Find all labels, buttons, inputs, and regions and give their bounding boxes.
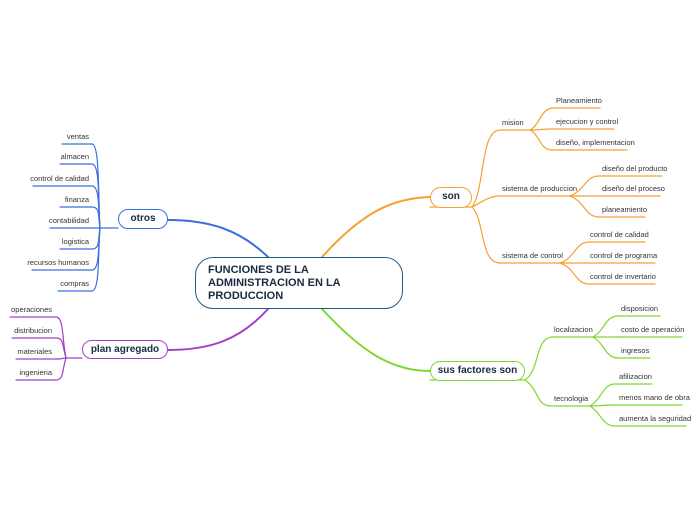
branch-son[interactable]: son xyxy=(430,187,472,208)
leaf-materiales[interactable]: materiales xyxy=(17,347,52,356)
subtopic-tecnologia[interactable]: tecnologia xyxy=(554,394,589,403)
leaf-control-invertario[interactable]: control de invertario xyxy=(590,272,656,281)
leaf-afilizacion[interactable]: afilizacion xyxy=(619,372,652,381)
leaf-almacen[interactable]: almacen xyxy=(60,152,89,161)
leaf-aumenta-seguridad[interactable]: aumenta la seguridad xyxy=(619,414,692,423)
factores-connectors xyxy=(321,308,687,427)
leaf-control-calidad-otros[interactable]: control de calidad xyxy=(30,174,89,183)
leaf-ingresos[interactable]: ingresos xyxy=(621,346,650,355)
subtopic-sistema-control[interactable]: sistema de control xyxy=(502,251,563,260)
subtopic-sistema-produccion[interactable]: sistema de produccion xyxy=(502,184,578,193)
leaf-diseno-proceso[interactable]: diseño del proceso xyxy=(602,184,665,193)
leaf-finanza[interactable]: finanza xyxy=(64,195,89,204)
leaf-planeamiento-produccion[interactable]: planeamiento xyxy=(602,205,648,214)
branch-plan-agregado[interactable]: plan agregado xyxy=(82,340,168,359)
leaf-costo-operacion[interactable]: costo de operación xyxy=(621,325,685,334)
leaf-logistica[interactable]: logistica xyxy=(61,237,89,246)
leaf-planeamiento[interactable]: Planeamiento xyxy=(556,96,602,105)
central-topic[interactable]: FUNCIONES DE LA ADMINISTRACION EN LA PRO… xyxy=(195,257,403,309)
son-connectors xyxy=(321,107,663,285)
leaf-menos-mano-obra[interactable]: menos mano de obra xyxy=(619,393,690,402)
leaf-control-programa[interactable]: control de programa xyxy=(590,251,658,260)
leaf-distribucion[interactable]: distribucion xyxy=(14,326,52,335)
otros-connectors xyxy=(31,143,269,292)
leaf-recursos-humanos[interactable]: recursos humanos xyxy=(27,258,89,267)
leaf-ingenieria[interactable]: ingenieria xyxy=(19,368,52,377)
subtopic-mision[interactable]: mision xyxy=(502,118,524,127)
leaf-diseno-implementacion[interactable]: diseño, implementacion xyxy=(556,138,635,147)
leaf-operaciones[interactable]: operaciones xyxy=(11,305,52,314)
plan-connectors xyxy=(9,308,269,381)
leaf-ejecucion-control[interactable]: ejecucion y control xyxy=(556,117,619,126)
leaf-contabilidad[interactable]: contabilidad xyxy=(48,216,89,225)
leaf-diseno-producto[interactable]: diseño del producto xyxy=(602,164,668,173)
leaf-disposicion[interactable]: disposicion xyxy=(621,304,659,313)
leaf-ventas[interactable]: ventas xyxy=(66,132,89,141)
leaf-control-calidad[interactable]: control de calidad xyxy=(590,230,649,239)
leaf-compras[interactable]: compras xyxy=(60,279,89,288)
branch-factores[interactable]: sus factores son xyxy=(430,361,525,381)
branch-otros[interactable]: otros xyxy=(118,209,168,229)
subtopic-localizacion[interactable]: localizacion xyxy=(554,325,593,334)
